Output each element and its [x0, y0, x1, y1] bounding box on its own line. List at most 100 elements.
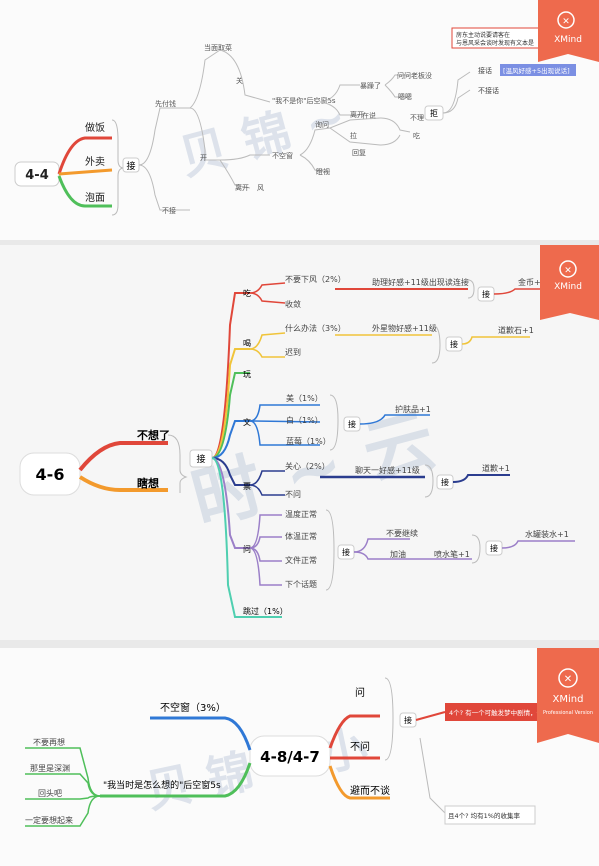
hub-label: 问: [243, 545, 251, 554]
map-4-8-canvas: 贝 锦 ~ 小 4-8/4-7 不空窗（3%） "我当时是怎么想的"后空窗5s …: [25, 648, 599, 827]
xmind-badge-label: XMind: [554, 282, 582, 292]
reply-label: 回复: [352, 148, 366, 157]
ticket-result: 道歉+1: [482, 463, 510, 473]
wen-item: 白（1%）: [286, 415, 323, 425]
wen-note: 护肤品+1: [395, 404, 431, 414]
svg-text:✕: ✕: [564, 674, 572, 685]
xmind-logo-icon: [559, 260, 577, 278]
branch-line-red: [328, 714, 380, 749]
open-label: 开: [200, 154, 207, 162]
skip-label: 跳过（1%）: [243, 606, 288, 616]
root-node[interactable]: [249, 735, 331, 777]
take-pay-label: 先付钱: [155, 99, 176, 108]
root-node[interactable]: [19, 452, 81, 496]
branch-label: 做饭: [85, 121, 105, 134]
ask-end-label: 接: [490, 543, 498, 553]
eat-accept-label: 接: [482, 289, 490, 299]
ticket-item: 不问: [285, 490, 301, 499]
svg-text:✕: ✕: [564, 266, 572, 276]
ticket-item: 关心（2%）: [285, 461, 330, 471]
eat-item: 收敛: [285, 299, 301, 309]
hub-label: 文: [243, 417, 251, 427]
branch-line-red: [57, 136, 112, 175]
eat-note: 助理好感+11级出现读连接: [372, 277, 469, 287]
boss-stay-label: 在说: [362, 111, 376, 120]
xmind-badge: [540, 245, 599, 320]
dont-take-label: 不接: [162, 206, 176, 215]
ask-sub-item: 加油: [390, 549, 406, 559]
left-item: 回头吧: [38, 788, 62, 798]
left-item: 不要再想: [33, 737, 65, 747]
branch-line-orange: [78, 475, 168, 492]
ask-accept-label: 接: [342, 547, 350, 557]
wen-item: 蓝莓（1%）: [286, 436, 331, 446]
leave-label: 离开: [350, 110, 364, 119]
eat-item: 不要下风（2%）: [285, 275, 346, 284]
xmind-badge-label: XMind: [553, 694, 584, 705]
lock-room-label: 不空窗: [272, 151, 293, 160]
hub-label: 玩: [243, 370, 251, 379]
red-note: 4个? 有一个可触发梦中剧情，但需随机: [449, 708, 563, 717]
branch-label: 瞎想: [137, 476, 159, 490]
hub-label: 票: [243, 482, 251, 491]
rope-label: 拉: [350, 131, 357, 140]
hub-label: 吃: [243, 288, 251, 298]
svg-text:✕: ✕: [562, 17, 570, 27]
bottom-note-box: [444, 805, 536, 825]
map-4-6-canvas: 时 ~ 云 4-6 不想了 瞎想 接 吃 喝 玩 文 票 问 跳过（1%） 不要…: [19, 245, 599, 618]
drink-note: 外星物好感+11级: [372, 323, 437, 333]
branch-label: 泡面: [85, 191, 105, 204]
left-bottom-label: "我当时是怎么想的"后空窗5s: [103, 779, 221, 791]
ticket-note: 聊天一好感+11级: [355, 465, 420, 475]
root-label: 4-6: [36, 465, 65, 484]
root-label: 4-8/4-7: [260, 748, 320, 766]
refuse-label: 拒: [430, 108, 438, 118]
wen-accept-label: 接: [348, 419, 356, 429]
xmind-badge-sub: Professional Version: [543, 710, 593, 716]
drink-item: 什么办法（3%）: [285, 323, 346, 333]
drink-item: 迟到: [285, 348, 301, 357]
branch-line-orange: [58, 168, 113, 176]
branch-label: 外卖: [85, 156, 105, 168]
ask-teacher-label: 问问老板没: [397, 71, 432, 80]
root-label: 4-4: [25, 168, 49, 183]
branch-line-blue: [150, 716, 252, 751]
note-line1: 房东主动说要请客在: [456, 31, 510, 39]
xmind-logo-icon: [557, 11, 575, 29]
right-item: 问: [355, 686, 365, 699]
wen-item: 美（1%）: [286, 393, 323, 403]
xmind-badge-label: XMind: [554, 35, 582, 45]
right-item: 不问: [350, 740, 370, 753]
drink-accept-label: 接: [450, 339, 458, 349]
no-talk-label: 不理: [410, 114, 424, 122]
map-4-6-panel: 时 ~ 云 4-6 不想了 瞎想 接 吃 喝 玩 文 票 问 跳过（1%） 不要…: [0, 245, 599, 640]
ask-label: 询问: [315, 120, 329, 129]
right-accept-label: 接: [404, 715, 412, 725]
hmm-label: 嗯嗯: [398, 93, 412, 101]
right-item: 避而不谈: [350, 784, 390, 797]
left-item: 一定要想起来: [25, 815, 73, 825]
leave2-label: 离开: [235, 183, 249, 192]
ask-result: 水罐装水+1: [525, 529, 569, 539]
order-label: 接: [126, 160, 135, 172]
xmind-badge: [538, 0, 599, 62]
ask-sub-item: 不要继续: [386, 528, 418, 538]
close-label: 关: [236, 76, 243, 85]
ask-note: 喷水笔+1: [434, 549, 470, 559]
agree-label: 接话: [478, 66, 492, 75]
map-4-4-panel: 贝 锦 ~ 4-4 做饭 外卖 泡面 接 先付钱 不接 开 关 当面取菜 "我不…: [0, 0, 599, 240]
buy-fish-label: 当面取菜: [204, 43, 232, 52]
eat-result: 金币+1: [518, 277, 546, 287]
branch-label: 不想了: [137, 428, 170, 442]
branch-line-orange: [328, 765, 390, 800]
branch-line-red: [78, 441, 168, 472]
xmind-logo-icon: [558, 668, 578, 688]
hub-label: 喝: [243, 339, 251, 348]
ask-item: 体温正常: [285, 531, 317, 541]
ticket-accept-label: 接: [441, 477, 449, 487]
branch-line-green: [100, 762, 252, 798]
highlight-label: [温风好感+5出现说话]: [503, 66, 570, 75]
note-line2: 与恩风采会谈时发现有文本是（3%）: [456, 39, 556, 47]
say-scene-label: "我不是你"后空窗5s: [272, 96, 336, 105]
left-item: 那里是深渊: [30, 763, 70, 773]
